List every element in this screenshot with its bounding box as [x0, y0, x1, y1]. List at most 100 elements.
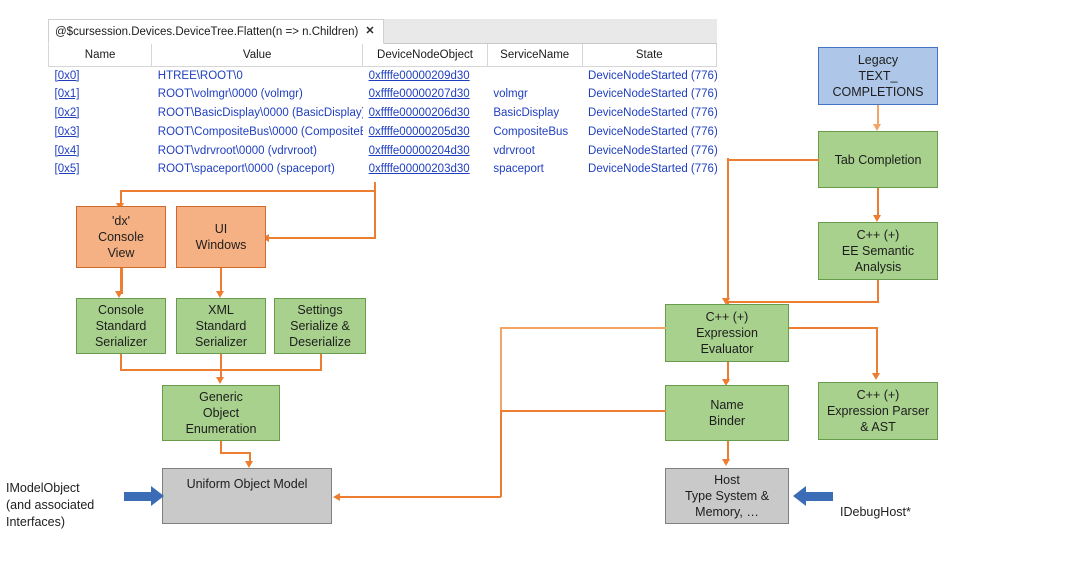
node-host-type-system[interactable]: Host Type System & Memory, …	[665, 468, 789, 524]
caption-text: IModelObject (and associated Interfaces)	[6, 480, 95, 529]
connector-dx-down	[120, 190, 122, 206]
tab-label: @$cursession.Devices.DeviceTree.Flatten(…	[55, 25, 359, 38]
cell-name[interactable]: [0x1]	[49, 85, 152, 104]
close-icon[interactable]: ✕	[365, 25, 375, 37]
connector-xml-serializer-down	[220, 354, 222, 370]
cell-state: DeviceNodeStarted (776)	[588, 163, 717, 176]
arrowhead-ee-semantic-analysis	[873, 215, 881, 222]
node-expression-evaluator[interactable]: C++ (+) Expression Evaluator	[665, 304, 789, 362]
link-name[interactable]: [0x3]	[54, 125, 80, 138]
node-label: Settings Serialize & Deserialize	[289, 303, 351, 349]
node-settings-serialize-deserialize[interactable]: Settings Serialize & Deserialize	[274, 298, 366, 354]
node-label: UI Windows	[195, 222, 247, 252]
cell-value: ROOT\vdrvroot\0000 (vdrvroot)	[157, 144, 317, 157]
cell-value: HTREE\ROOT\0	[157, 69, 243, 82]
link-node[interactable]: 0xffffe00000204d30	[368, 144, 470, 157]
cell-node[interactable]: 0xffffe00000205d30	[363, 122, 488, 141]
connector-enum-down	[220, 441, 222, 453]
node-generic-object-enumeration[interactable]: Generic Object Enumeration	[162, 385, 280, 441]
connector-binder-left	[500, 410, 666, 412]
cell-name[interactable]: [0x3]	[49, 122, 152, 141]
arrow-shaft	[124, 492, 152, 501]
node-uniform-object-model[interactable]: Uniform Object Model	[162, 468, 332, 524]
node-label: Name Binder	[708, 398, 746, 428]
cell-name[interactable]: [0x2]	[49, 104, 152, 123]
cell-node[interactable]: 0xffffe00000204d30	[363, 141, 488, 160]
cell-state: DeviceNodeStarted (776)	[588, 106, 717, 119]
node-xml-standard-serializer[interactable]: XML Standard Serializer	[176, 298, 266, 354]
link-name[interactable]: [0x2]	[54, 106, 80, 119]
arrow-imodelobject-to-uom	[124, 486, 164, 506]
node-label: Console Standard Serializer	[94, 303, 148, 349]
connector-tabcompletion-left	[727, 159, 819, 161]
node-expression-parser-ast[interactable]: C++ (+) Expression Parser & AST	[818, 382, 938, 440]
cell-service: spaceport	[493, 163, 544, 176]
node-ui-windows[interactable]: UI Windows	[176, 206, 266, 268]
cell-service: CompositeBus	[493, 125, 569, 138]
connector-settings-down	[320, 354, 322, 370]
arrow-head	[151, 486, 164, 506]
node-legacy-text-completions[interactable]: Legacy TEXT_ COMPLETIONS	[818, 47, 938, 105]
connector-bus-to-enumeration	[220, 369, 222, 379]
arrow-idebughost-to-host	[793, 486, 833, 506]
connector-evaluator-to-binder	[727, 362, 729, 382]
arrowhead-generic-object-enumeration	[216, 377, 224, 384]
cell-node[interactable]: 0xffffe00000209d30	[363, 66, 488, 85]
column-header-devicenodeobject[interactable]: DeviceNodeObject	[362, 44, 488, 67]
cell-name[interactable]: [0x5]	[49, 160, 152, 179]
connector-dx-to-console-serializer	[120, 268, 123, 294]
connector-binder-to-host	[727, 441, 729, 461]
link-name[interactable]: [0x5]	[54, 163, 80, 176]
arrowhead-tab-completion	[873, 124, 881, 131]
cell-value: ROOT\volmgr\0000 (volmgr)	[157, 88, 303, 101]
grid-header: Name Value DeviceNodeObject ServiceName …	[47, 44, 718, 67]
link-node[interactable]: 0xffffe00000205d30	[368, 125, 470, 138]
column-header-value[interactable]: Value	[151, 44, 364, 67]
cell-node[interactable]: 0xffffe00000203d30	[363, 160, 488, 179]
cell-service: vdrvroot	[493, 144, 535, 157]
connector-console-serializer-down	[120, 354, 122, 370]
connector-to-ui-windows	[268, 237, 376, 239]
cell-name[interactable]: [0x0]	[49, 66, 152, 85]
table-row[interactable]: [0x1] ROOT\volmgr\0000 (volmgr) 0xffffe000…	[49, 85, 717, 104]
link-node[interactable]: 0xffffe00000207d30	[368, 88, 470, 101]
node-label: Uniform Object Model	[186, 477, 308, 491]
table-row[interactable]: [0x5]ROOT\spaceport\0000 (spaceport)0xff…	[49, 160, 717, 179]
node-label: XML Standard Serializer	[194, 303, 248, 349]
link-name[interactable]: [0x1]	[54, 88, 80, 101]
table-row[interactable]: [0x3]ROOT\CompositeBus\0000 (CompositeBu…	[49, 122, 717, 141]
node-ee-semantic-analysis[interactable]: C++ (+) EE Semantic Analysis	[818, 222, 938, 280]
link-node[interactable]: 0xffffe00000203d30	[368, 163, 470, 176]
node-console-standard-serializer[interactable]: Console Standard Serializer	[76, 298, 166, 354]
node-tab-completion[interactable]: Tab Completion	[818, 131, 938, 188]
link-name[interactable]: [0x4]	[54, 144, 80, 157]
table-row[interactable]: [0x2]ROOT\BasicDisplay\0000 (BasicDispla…	[49, 104, 717, 123]
node-name-binder[interactable]: Name Binder	[665, 385, 789, 441]
connector-evaluator-left-drop	[500, 327, 502, 410]
column-header-state[interactable]: State	[581, 44, 718, 67]
connector-tabcompletion-to-evaluator	[727, 159, 729, 299]
arrowhead-console-serializer	[115, 291, 123, 298]
arrowhead-expression-parser	[872, 373, 880, 380]
node-label: C++ (+) Expression Parser & AST	[826, 388, 930, 434]
link-node[interactable]: 0xffffe00000206d30	[368, 106, 470, 119]
arrowhead-expression-evaluator	[722, 298, 730, 305]
cell-service: BasicDisplay	[493, 106, 560, 119]
cell-node[interactable]: 0xffffe00000207d30	[363, 85, 488, 104]
arrowhead-xml-serializer	[216, 291, 224, 298]
tab-device-tree-query[interactable]: @$cursession.Devices.DeviceTree.Flatten(…	[48, 19, 384, 44]
cell-node[interactable]: 0xffffe00000206d30	[363, 104, 488, 123]
link-node[interactable]: 0xffffe00000209d30	[368, 69, 470, 82]
grid-header-row: Name Value DeviceNodeObject ServiceName …	[47, 44, 718, 67]
column-header-servicename[interactable]: ServiceName	[486, 44, 583, 67]
column-header-name[interactable]: Name	[47, 44, 153, 67]
link-name[interactable]: [0x0]	[54, 69, 80, 82]
connector-table-down	[374, 182, 376, 238]
caption-idebughost: IDebugHost*	[840, 487, 911, 521]
table-row[interactable]: [0x4] ROOT\vdrvroot\0000 (vdrvroot) 0xffff…	[49, 141, 717, 160]
cell-name[interactable]: [0x4]	[49, 141, 152, 160]
connector-to-dx-console	[120, 190, 376, 192]
cell-state: DeviceNodeStarted (776)	[588, 88, 717, 101]
node-dx-console-view[interactable]: 'dx' Console View	[76, 206, 166, 268]
